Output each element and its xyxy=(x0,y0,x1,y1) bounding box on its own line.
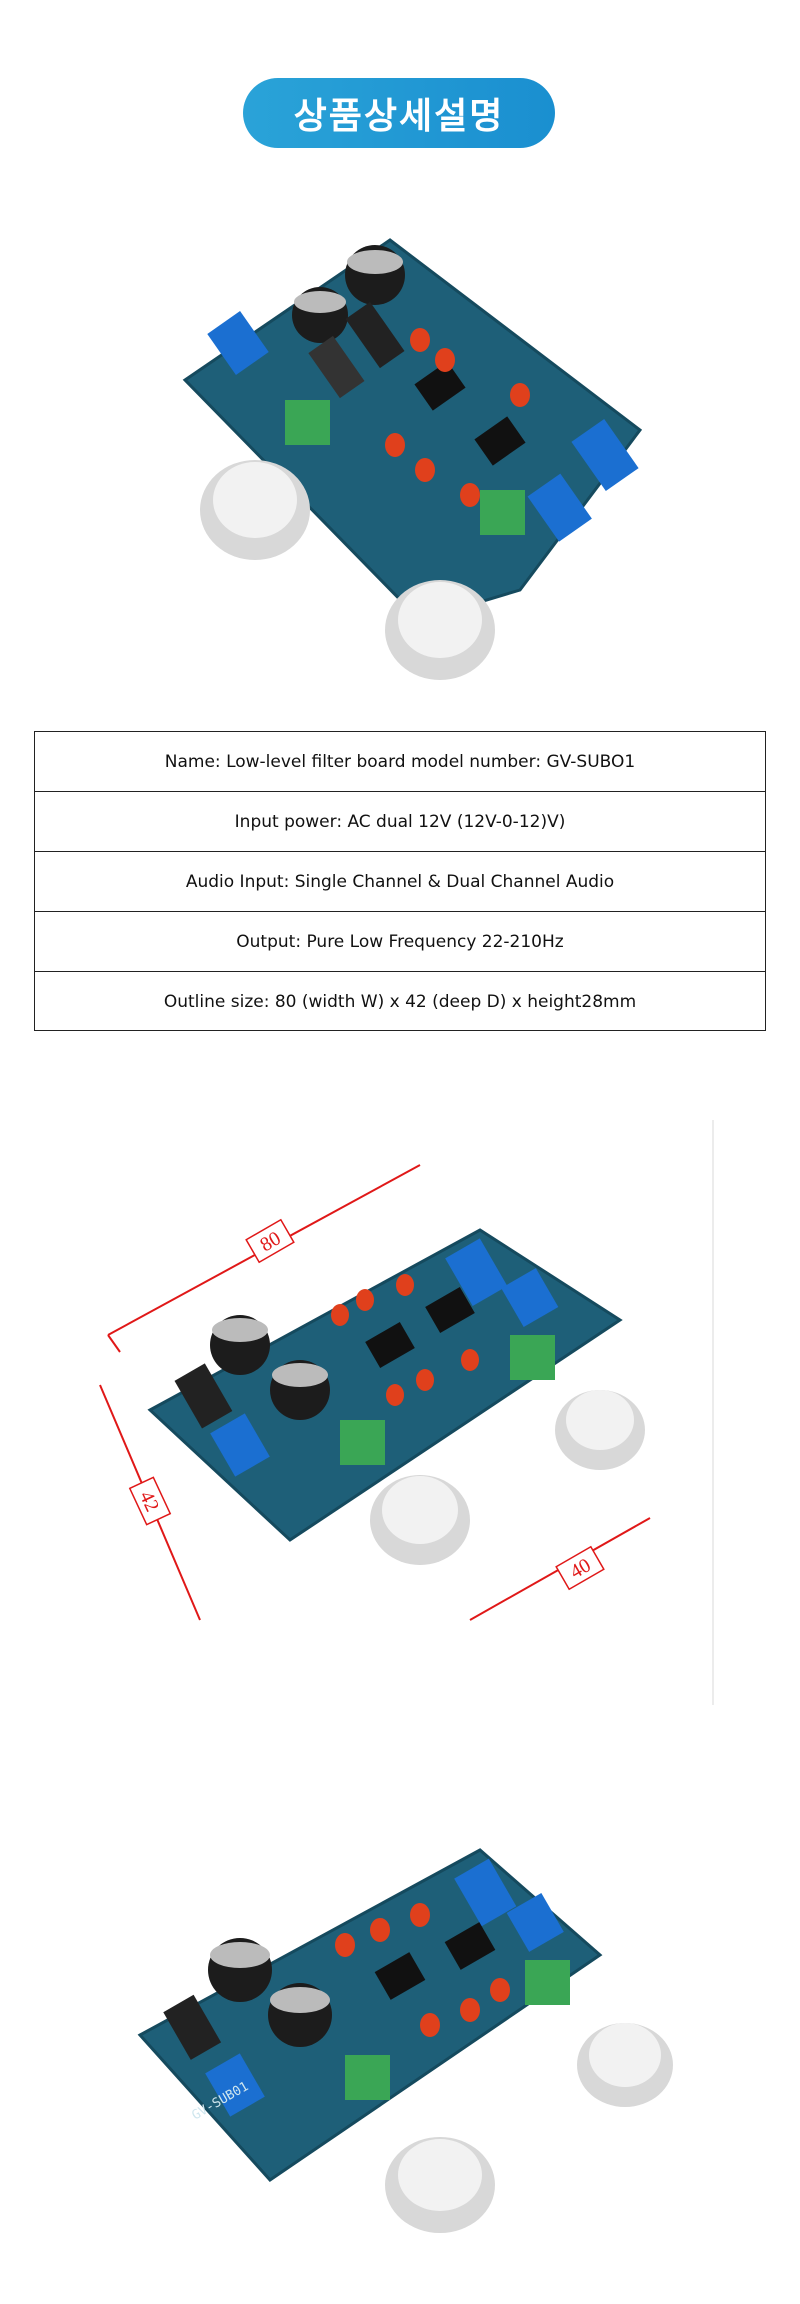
spec-outline-size: Outline size: 80 (width W) x 42 (deep D)… xyxy=(163,992,637,1012)
spec-input-power: Input power: AC dual 12V (12V-0-12)V) xyxy=(35,792,765,852)
image-divider xyxy=(712,1120,714,1705)
spec-output: Output: Pure Low Frequency 22-210Hz xyxy=(35,912,765,972)
page-title: 상품상세설명 xyxy=(243,78,555,148)
dimension-label-spacing: 40 xyxy=(555,1545,605,1591)
dimension-photo: 80 42 40 xyxy=(0,1120,800,1720)
spec-audio-input: Audio Input: Single Channel & Dual Chann… xyxy=(35,852,765,912)
dimension-label-depth: 42 xyxy=(128,1476,172,1526)
spec-table: Name: Low-level filter board model numbe… xyxy=(34,731,766,1031)
product-photo-1 xyxy=(0,200,800,700)
product-photo-3: GV-SUB01 xyxy=(0,1820,800,2290)
spec-name: Name: Low-level filter board model numbe… xyxy=(35,732,765,792)
